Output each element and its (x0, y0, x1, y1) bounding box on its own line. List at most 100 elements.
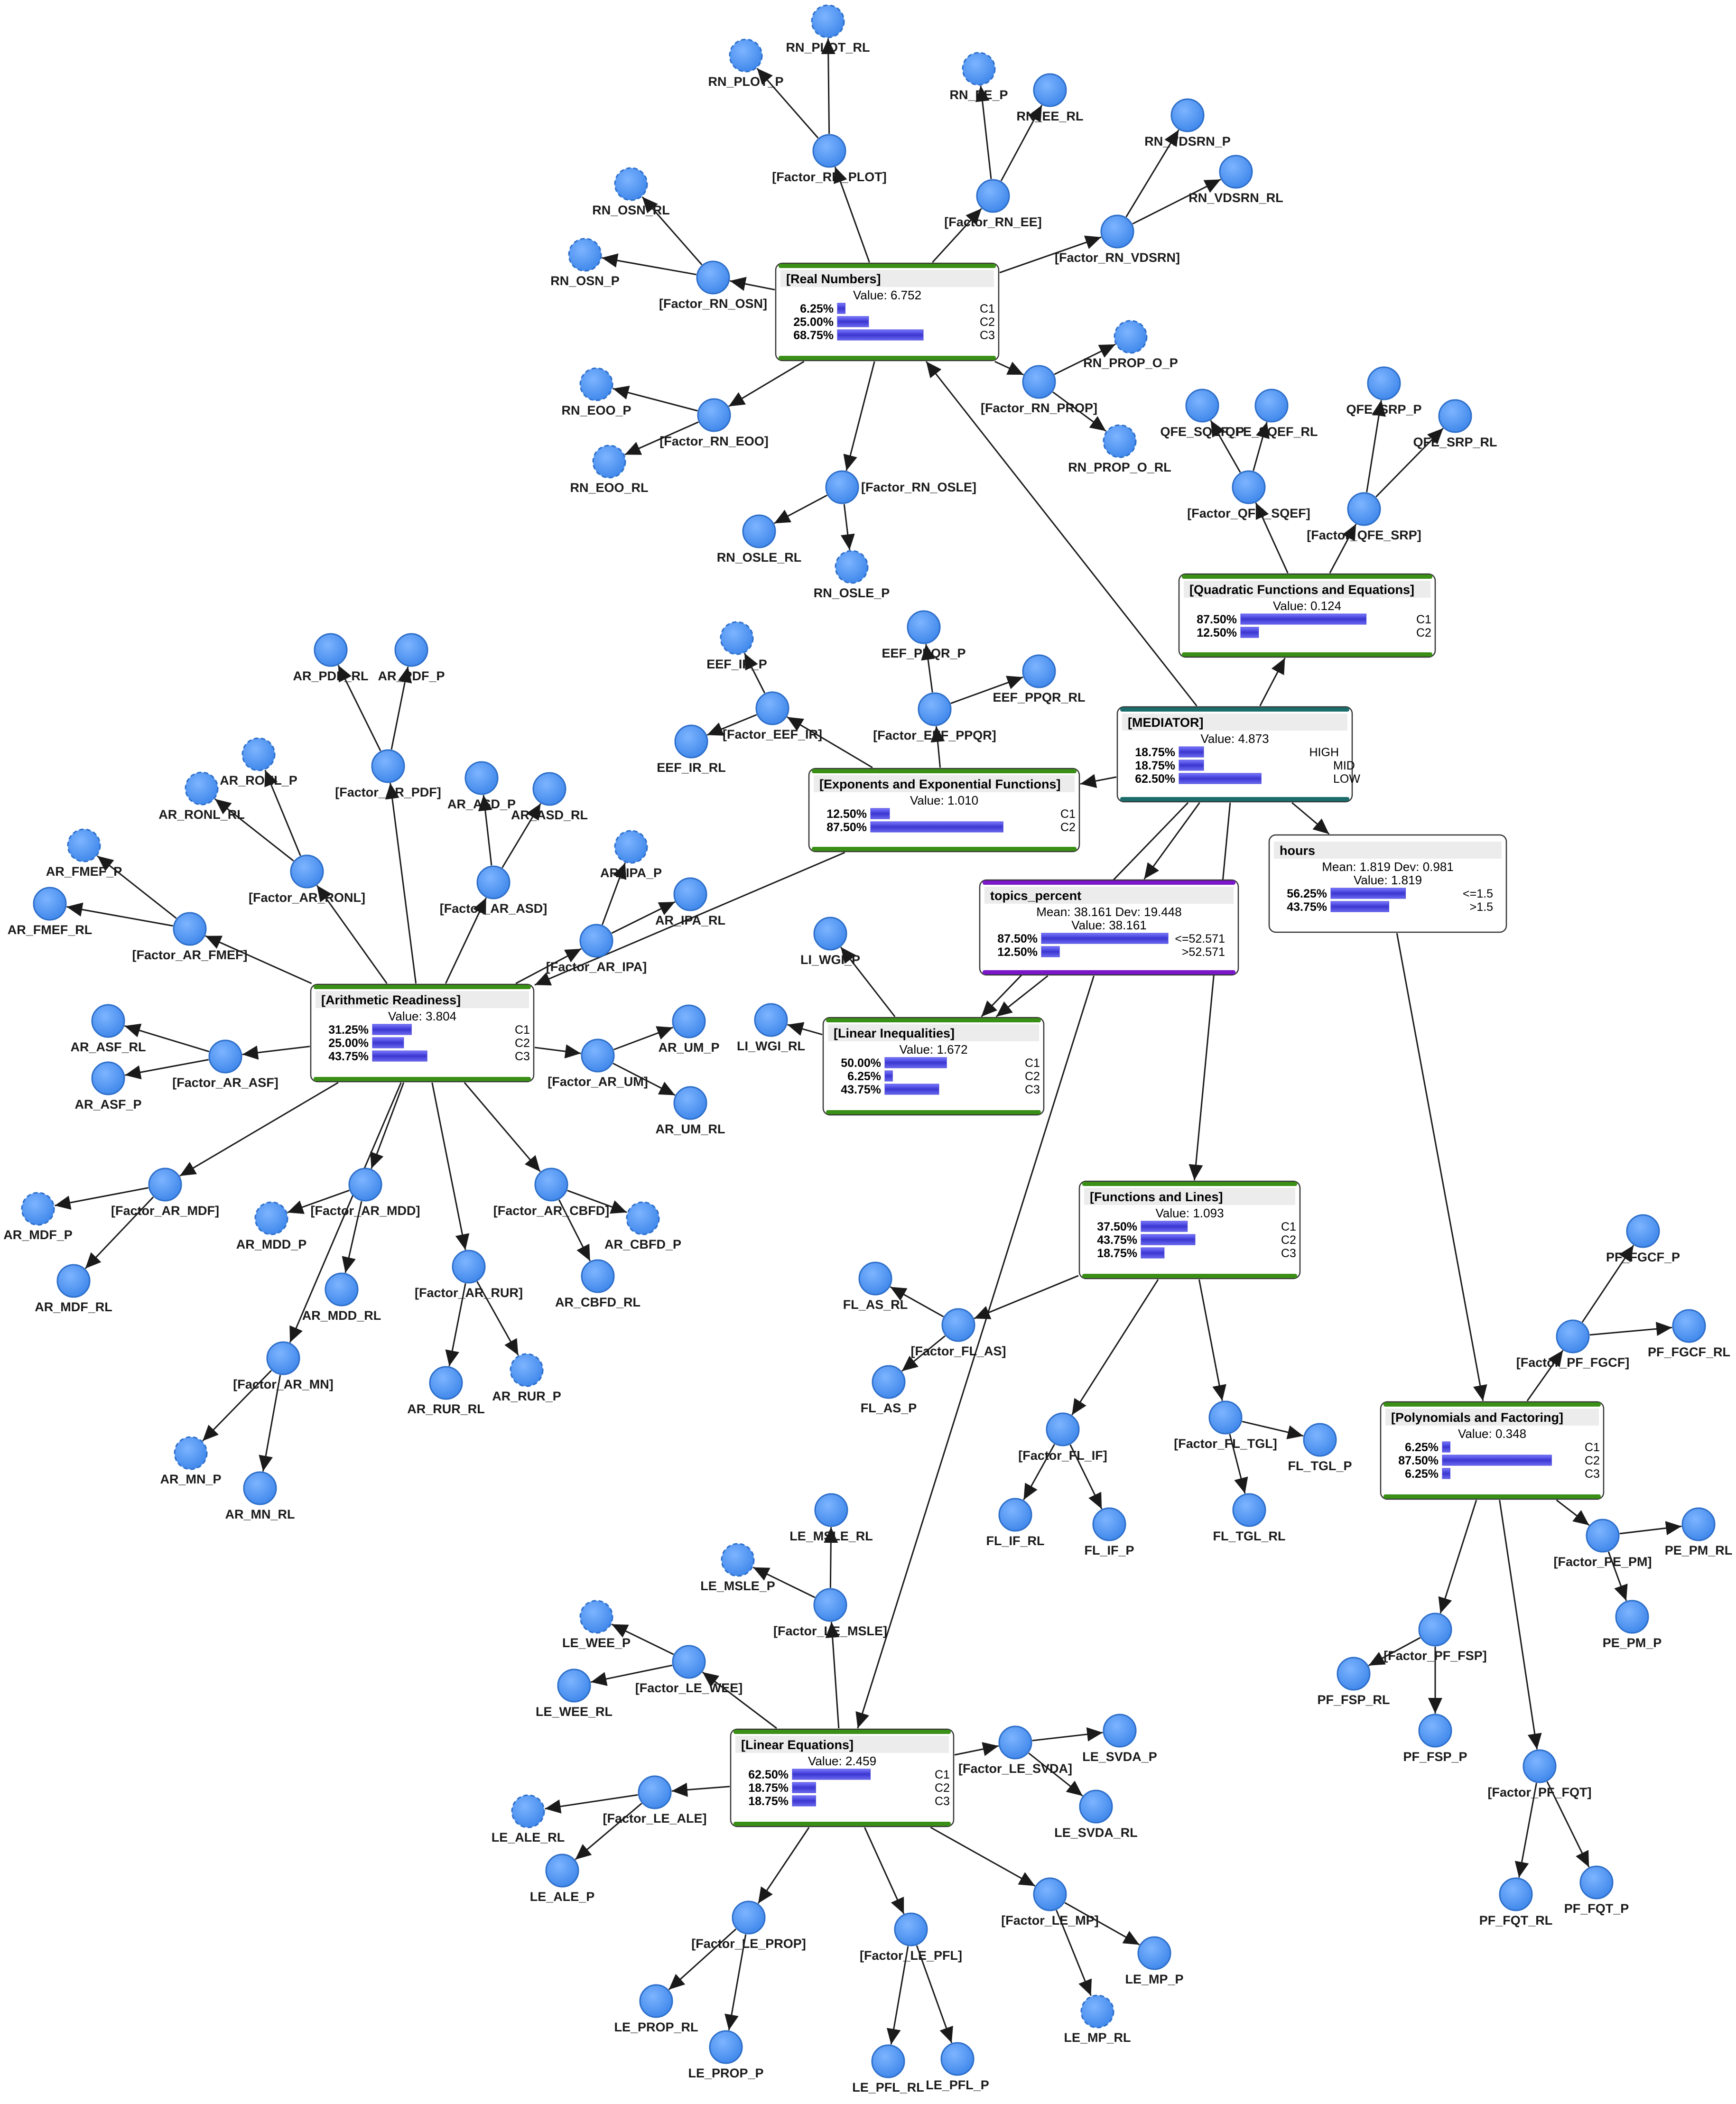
node-rn-plot-rl[interactable]: RN_PLOT_RL (786, 4, 870, 55)
node-rn-eoo-p[interactable]: RN_EOO_P (561, 367, 631, 417)
node-f-ar-pdf[interactable]: [Factor_AR_PDF] (335, 749, 441, 799)
node-circle[interactable] (545, 1854, 579, 1888)
node-circle[interactable] (709, 2030, 743, 2064)
node-circle[interactable] (674, 724, 708, 759)
node-circle[interactable] (732, 1900, 766, 1935)
node-circle[interactable] (813, 1588, 847, 1622)
node-circle[interactable] (1681, 1507, 1716, 1541)
node-circle[interactable] (720, 621, 754, 655)
node-circle[interactable] (754, 1003, 788, 1037)
node-pf-fqt-p[interactable]: PF_FQT_P (1564, 1865, 1629, 1916)
node-fl-as-rl[interactable]: FL_AS_RL (843, 1261, 908, 1312)
box-med[interactable]: [MEDIATOR]Value: 4.87318.75%HIGH18.75%MI… (1116, 706, 1360, 803)
node-f-le-svda[interactable]: [Factor_LE_SVDA] (958, 1725, 1072, 1776)
node-f-ar-asd[interactable]: [Factor_AR_ASD] (440, 865, 548, 916)
box-pf[interactable]: [Polynomials and Factoring]Value: 0.3486… (1380, 1401, 1605, 1500)
node-pf-fgcf-p[interactable]: PF_FGCF_P (1606, 1214, 1680, 1264)
node-circle[interactable] (918, 692, 952, 726)
node-f-ar-fmef[interactable]: [Factor_AR_FMEF] (132, 912, 248, 962)
node-rn-vdsrn-rl[interactable]: RN_VDSRN_RL (1188, 155, 1283, 205)
node-f-pf-fsp[interactable]: [Factor_PF_FSP] (1383, 1613, 1487, 1663)
node-ar-mdd-rl[interactable]: AR_MDD_RL (302, 1272, 381, 1323)
node-circle[interactable] (1586, 1519, 1620, 1553)
node-eef-ir-rl[interactable]: EEF_IR_RL (657, 724, 726, 775)
node-circle[interactable] (476, 865, 511, 899)
node-eef-ir-p[interactable]: EEF_IR_P (706, 621, 767, 671)
node-ar-fmef-p[interactable]: AR_FMEF_P (46, 828, 122, 879)
node-circle[interactable] (1303, 1423, 1337, 1457)
node-circle[interactable] (1022, 654, 1056, 688)
node-circle[interactable] (894, 1912, 928, 1946)
node-circle[interactable] (1232, 470, 1266, 504)
node-circle[interactable] (1208, 1400, 1243, 1435)
node-f-le-wee[interactable]: [Factor_LE_WEE] (635, 1645, 743, 1695)
node-f-pf-fgcf[interactable]: [Factor_PF_FGCF] (1516, 1319, 1630, 1370)
node-circle[interactable] (1170, 98, 1205, 132)
node-pe-pm-p[interactable]: PE_PM_P (1603, 1600, 1662, 1650)
node-circle[interactable] (1033, 73, 1067, 107)
box-eef[interactable]: [Exponents and Exponential Functions]Val… (808, 768, 1080, 853)
node-circle[interactable] (1337, 1657, 1371, 1691)
node-le-mp-rl[interactable]: LE_MP_RL (1064, 1994, 1131, 2045)
box-le[interactable]: [Linear Equations]Value: 2.45962.50%C118… (730, 1728, 955, 1827)
node-circle[interactable] (907, 610, 941, 644)
node-circle[interactable] (1185, 389, 1219, 423)
node-circle[interactable] (1626, 1214, 1660, 1248)
node-circle[interactable] (835, 550, 869, 584)
node-circle[interactable] (626, 1201, 660, 1235)
node-circle[interactable] (534, 1168, 568, 1202)
node-circle[interactable] (1100, 214, 1134, 249)
node-le-msle-p[interactable]: LE_MSLE_P (700, 1543, 775, 1593)
node-circle[interactable] (394, 633, 428, 667)
node-f-rn-osn[interactable]: [Factor_RN_OSN] (659, 260, 767, 311)
node-f-eef-ppqr[interactable]: [Factor_EEF_PPQR] (873, 692, 996, 742)
node-circle[interactable] (673, 1086, 707, 1120)
node-circle[interactable] (1103, 1714, 1137, 1748)
node-ar-ipa-rl[interactable]: AR_IPA_RL (655, 877, 725, 927)
node-circle[interactable] (1103, 424, 1137, 458)
node-circle[interactable] (371, 749, 405, 783)
node-fl-tgl-rl[interactable]: FL_TGL_RL (1213, 1493, 1286, 1543)
node-le-ale-rl[interactable]: LE_ALE_RL (492, 1794, 565, 1844)
node-f-rn-vdsrn[interactable]: [Factor_RN_VDSRN] (1055, 214, 1180, 265)
node-circle[interactable] (696, 260, 730, 295)
node-le-pfl-p[interactable]: LE_PFL_P (926, 2042, 989, 2092)
node-circle[interactable] (825, 470, 859, 504)
node-circle[interactable] (510, 1353, 544, 1387)
node-f-le-prop[interactable]: [Factor_LE_PROP] (691, 1900, 806, 1951)
node-f-fl-if[interactable]: [Factor_FL_IF] (1018, 1412, 1107, 1463)
node-circle[interactable] (1579, 1865, 1614, 1900)
node-qfe-sqef-p[interactable]: QFE_SQEF_P (1160, 389, 1244, 439)
node-f-fl-tgl[interactable]: [Factor_FL_TGL] (1174, 1400, 1277, 1451)
node-circle[interactable] (1033, 1877, 1067, 1911)
node-le-pfl-rl[interactable]: LE_PFL_RL (852, 2044, 924, 2095)
node-eef-ppqr-p[interactable]: EEF_PPQR_P (882, 610, 966, 660)
node-circle[interactable] (812, 134, 846, 168)
node-circle[interactable] (742, 514, 776, 548)
node-ar-mdf-p[interactable]: AR_MDF_P (3, 1192, 73, 1242)
node-ar-ipa-p[interactable]: AR_IPA_P (600, 830, 662, 880)
node-rn-prop-o-p[interactable]: RN_PROP_O_P (1083, 320, 1178, 370)
node-ar-pdf-p[interactable]: AR_PDF_P (378, 633, 445, 683)
node-ar-mn-p[interactable]: AR_MN_P (160, 1436, 222, 1486)
node-le-wee-p[interactable]: LE_WEE_P (562, 1600, 631, 1650)
node-circle[interactable] (672, 1645, 706, 1679)
node-fl-if-p[interactable]: FL_IF_P (1084, 1507, 1134, 1557)
node-f-ar-ipa[interactable]: [Factor_AR_IPA] (546, 924, 647, 974)
node-f-pf-fqt[interactable]: [Factor_PF_FQT] (1487, 1749, 1592, 1799)
node-circle[interactable] (1418, 1613, 1452, 1647)
node-qfe-sqef-rl[interactable]: QFE_SQEF_RL (1225, 389, 1318, 439)
node-circle[interactable] (1499, 1877, 1533, 1911)
node-ar-um-rl[interactable]: AR_UM_RL (655, 1086, 725, 1136)
node-f-fl-as[interactable]: [Factor_FL_AS] (910, 1308, 1006, 1358)
node-circle[interactable] (1080, 1994, 1114, 2029)
node-f-ar-rur[interactable]: [Factor_AR_RUR] (415, 1250, 523, 1300)
node-circle[interactable] (614, 830, 648, 864)
node-rn-osn-p[interactable]: RN_OSN_P (550, 238, 620, 288)
node-ar-asf-rl[interactable]: AR_ASF_RL (70, 1004, 146, 1054)
node-circle[interactable] (639, 1984, 673, 2018)
node-circle[interactable] (91, 1004, 125, 1038)
node-rn-prop-o-rl[interactable]: RN_PROP_O_RL (1068, 424, 1171, 474)
